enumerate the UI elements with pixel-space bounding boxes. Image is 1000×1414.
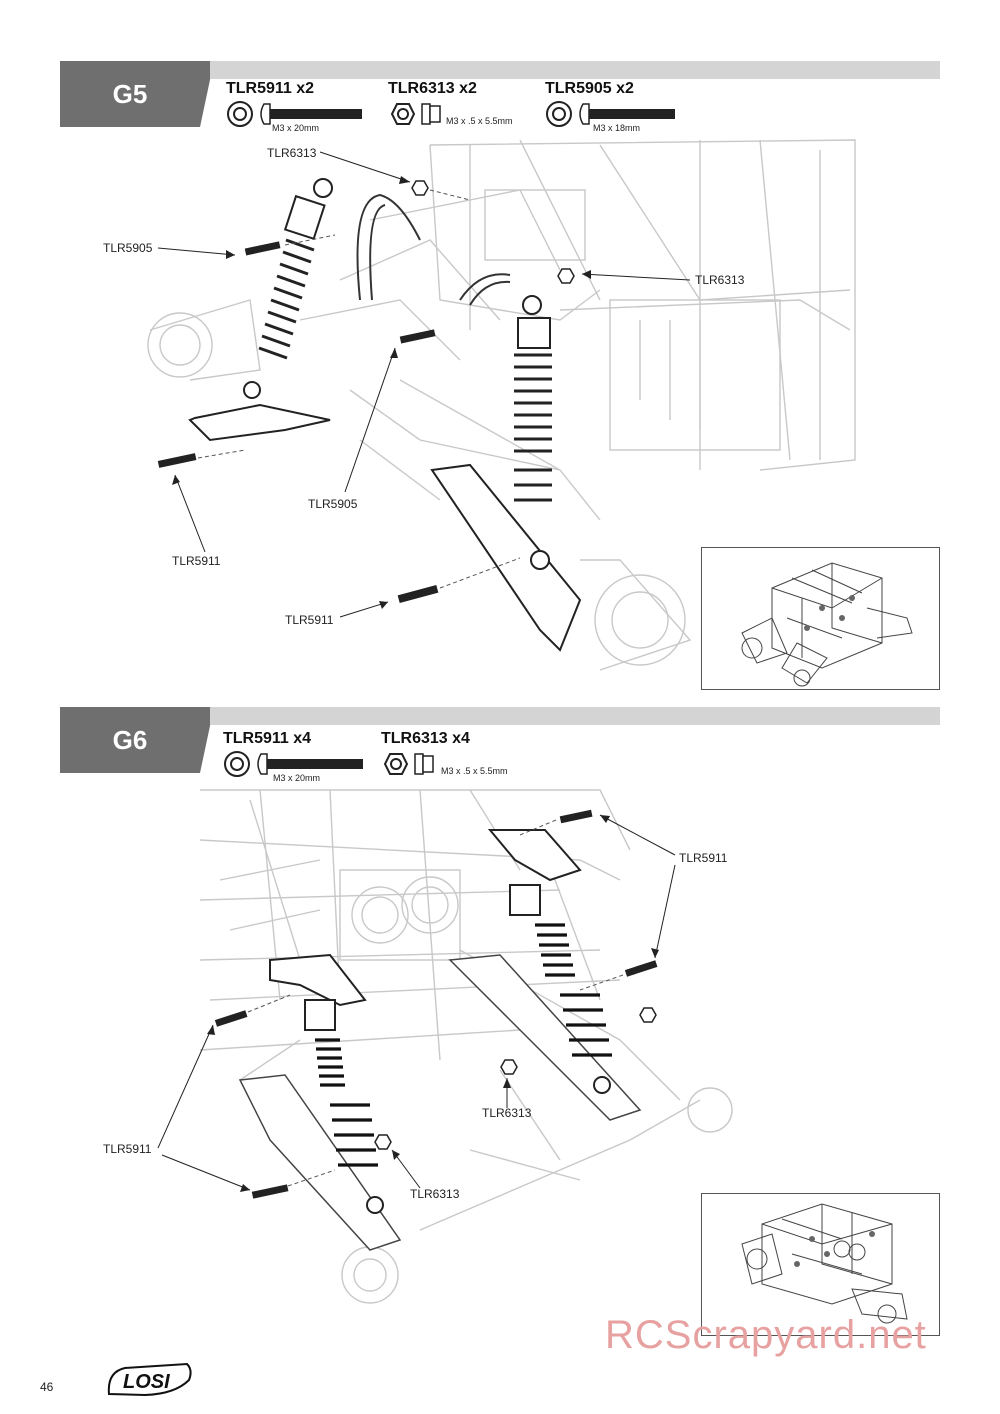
washer-and-button-head-screw-icon [224, 751, 363, 777]
callout-tlr5911: TLR5911 [679, 851, 728, 865]
right-shock [509, 884, 612, 1094]
part-name: TLR5911 x2 [226, 80, 315, 97]
left-lower-arm [188, 403, 331, 442]
part-tlr5911-g6: TLR5911 x4 M3 x 20mm [223, 730, 363, 783]
callout-tlr5911: TLR5911 [172, 554, 221, 568]
callout-tlr5911: TLR5911 [103, 1142, 152, 1156]
step-g5-header-bar [210, 61, 940, 79]
part-spec: M3 x .5 x 5.5mm [446, 116, 513, 126]
callout-tlr5911: TLR5911 [285, 613, 334, 627]
step-g5-label: G5 [112, 78, 148, 109]
washer-and-button-head-screw-icon [227, 101, 362, 127]
callout-tlr5905: TLR5905 [103, 241, 153, 255]
callout-tlr6313: TLR6313 [695, 273, 745, 287]
callout-tlr5905: TLR5905 [308, 497, 358, 511]
truck-overview-illustration [741, 1203, 908, 1324]
logo-text: LOSI [123, 1371, 170, 1393]
g6-assembly-diagram [157, 789, 733, 1304]
washer-and-button-head-screw-icon [546, 101, 675, 127]
part-tlr6313-g6: TLR6313 x4 M3 x .5 x 5.5mm [381, 730, 508, 776]
part-tlr5911-g5: TLR5911 x2 M3 x 20mm [226, 80, 362, 133]
part-name: TLR6313 x2 [388, 80, 477, 97]
g5-overview-inset [701, 547, 940, 690]
left-shock [304, 999, 384, 1214]
right-lower-arm [430, 463, 582, 652]
g6-overview-inset [701, 1193, 940, 1336]
part-spec: M3 x 20mm [273, 773, 321, 783]
callout-tlr6313: TLR6313 [267, 146, 317, 160]
callout-tlr6313: TLR6313 [410, 1187, 460, 1201]
part-tlr5905-g5: TLR5905 x2 M3 x 18mm [545, 80, 675, 133]
lock-nut-icon [383, 753, 434, 775]
part-name: TLR5905 x2 [545, 80, 634, 97]
watermark: RCScrapyard.net [605, 1313, 927, 1357]
lock-nut-icon [390, 103, 441, 125]
part-spec: M3 x 18mm [593, 123, 641, 133]
truck-overview-illustration [741, 562, 913, 687]
part-spec: M3 x .5 x 5.5mm [441, 766, 508, 776]
step-g6-badge: G6 [60, 707, 214, 773]
part-name: TLR5911 x4 [223, 730, 312, 747]
left-lower-arm [238, 1074, 402, 1251]
part-spec: M3 x 20mm [272, 123, 320, 133]
right-shock [514, 295, 552, 570]
g5-assembly-diagram [147, 139, 856, 671]
step-g6-label: G6 [112, 724, 148, 755]
page-number: 46 [40, 1380, 54, 1394]
right-lower-arm [448, 954, 642, 1121]
left-shock [243, 178, 333, 399]
step-g5-badge: G5 [60, 61, 214, 127]
step-g6-header-bar [210, 707, 940, 725]
part-name: TLR6313 x4 [381, 730, 470, 747]
callout-tlr6313: TLR6313 [482, 1106, 532, 1120]
part-tlr6313-g5: TLR6313 x2 M3 x .5 x 5.5mm [388, 80, 513, 126]
losi-logo: LOSI [105, 1362, 195, 1403]
